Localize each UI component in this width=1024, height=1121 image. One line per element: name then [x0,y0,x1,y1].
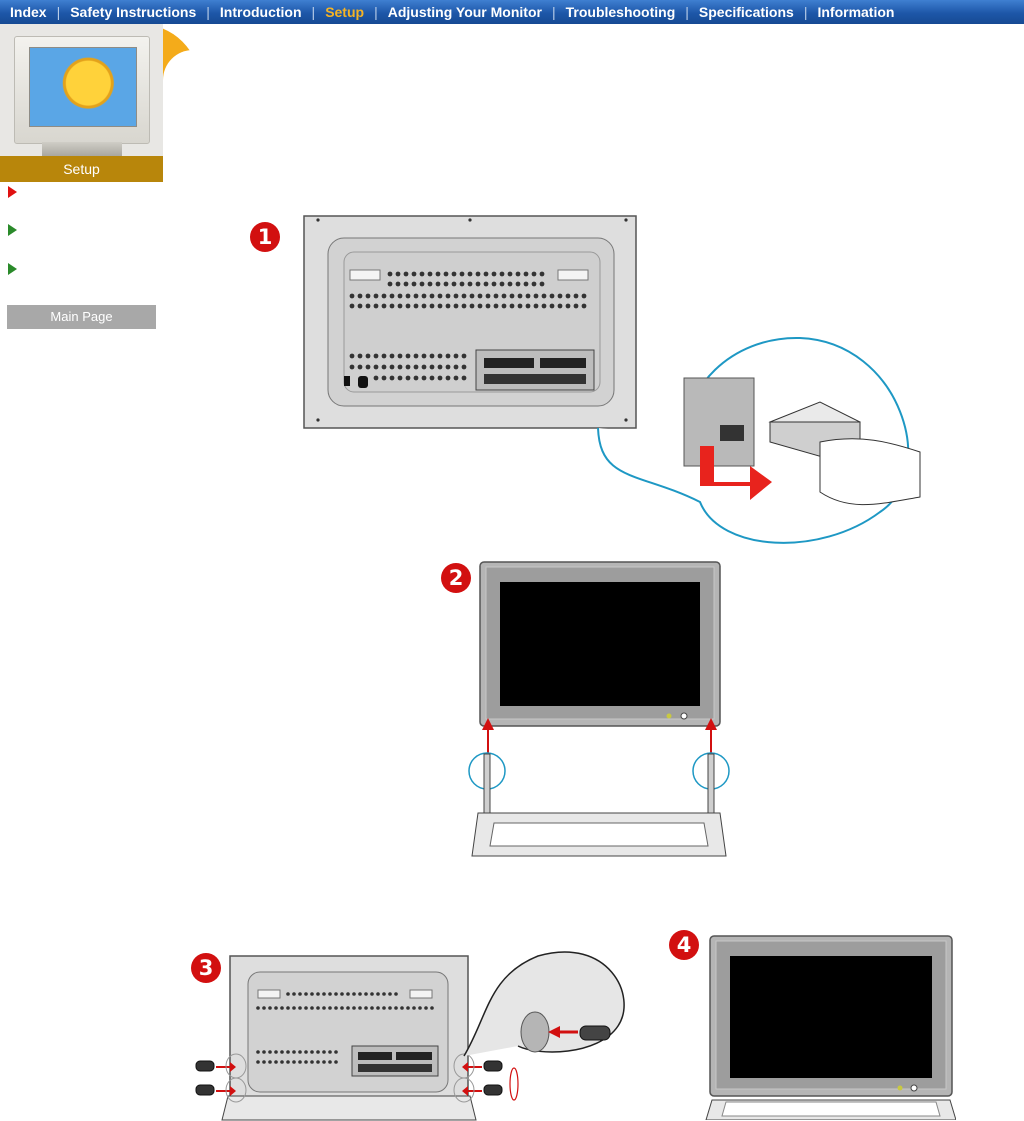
sidebar-link-1[interactable] [8,183,158,201]
nav-adjusting-your-monitor[interactable]: Adjusting Your Monitor [378,4,552,20]
monitor-thumbnail-image [14,36,150,144]
nav-troubleshooting[interactable]: Troubleshooting [556,4,686,20]
sidebar-link-3[interactable] [8,260,158,278]
step-2-illustration [466,558,746,863]
nav-information[interactable]: Information [807,4,904,20]
nav-safety-instructions[interactable]: Safety Instructions [60,4,206,20]
sunflower-screen-image [29,47,137,127]
step-4-badge: 4 [669,930,699,960]
sidebar-link-2[interactable] [8,221,158,239]
nav-specifications[interactable]: Specifications [689,4,804,20]
green-arrow-icon [8,263,17,275]
main-page-button[interactable]: Main Page [7,305,156,329]
step-4-illustration [704,934,956,1120]
red-arrow-icon [8,186,17,198]
nav-index[interactable]: Index [0,4,57,20]
top-navigation: Index | Safety Instructions | Introducti… [0,0,1024,24]
monitor-stand-image [42,142,122,156]
step-3-illustration [188,936,638,1121]
step-1-badge: 1 [250,222,280,252]
step-1-illustration [300,212,940,552]
section-header-cutout [163,50,200,182]
nav-setup[interactable]: Setup [315,4,374,20]
section-label: Setup [0,156,163,182]
green-arrow-icon [8,224,17,236]
nav-introduction[interactable]: Introduction [210,4,312,20]
